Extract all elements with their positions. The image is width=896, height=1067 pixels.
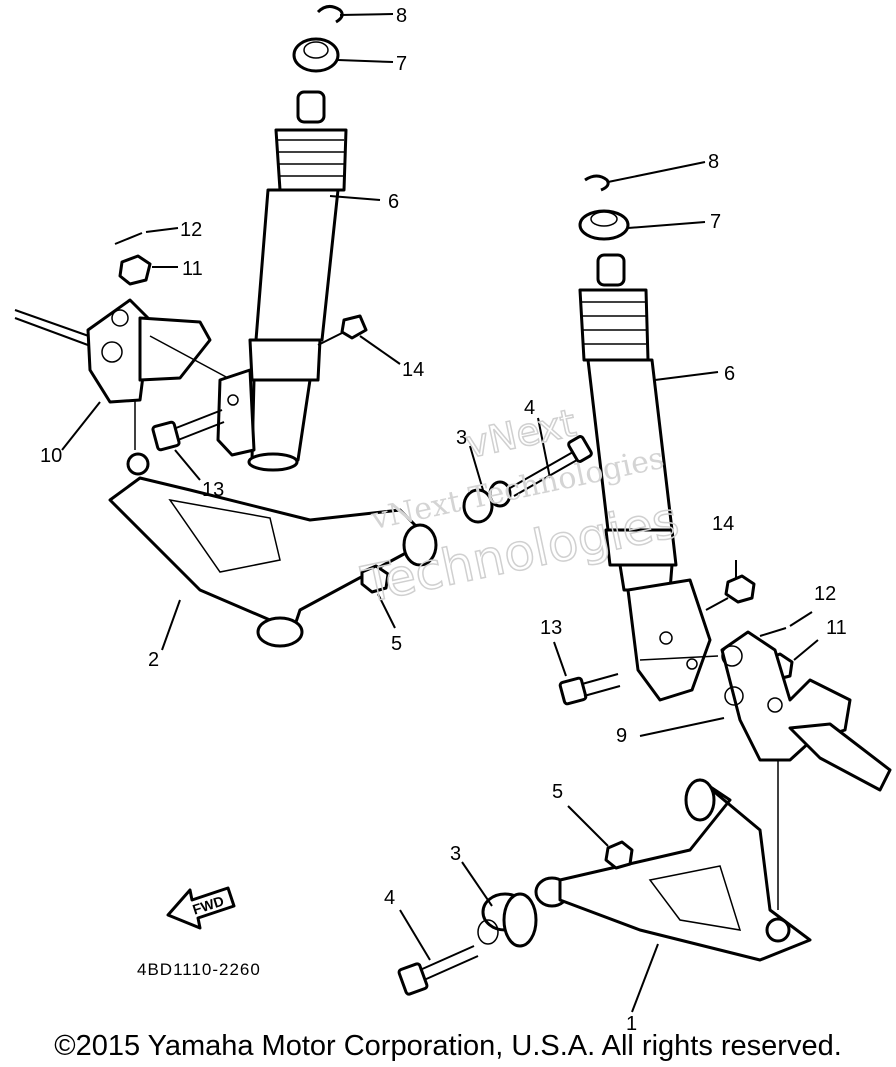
- callout-2: 2: [148, 649, 159, 671]
- callout-12-left: 12: [180, 219, 202, 241]
- callout-6-right: 6: [724, 363, 735, 385]
- nut-5-right: [567, 805, 634, 870]
- lower-arm-right: [534, 778, 812, 1013]
- nut-left: [292, 37, 394, 73]
- callout-3-left: 3: [456, 427, 467, 449]
- bolt-4-left: [509, 417, 593, 497]
- fwd-arrow: FWD: [166, 886, 236, 930]
- cotter-pin-right: [759, 611, 813, 637]
- callout-10: 10: [40, 445, 62, 467]
- shock-absorber-left: [247, 90, 381, 472]
- nut-14-right: [705, 560, 756, 611]
- castle-nut-left: [118, 254, 178, 286]
- lower-arm-left: [108, 452, 438, 651]
- bolt-13-left: [151, 409, 225, 481]
- shock-absorber-right: [578, 253, 719, 592]
- bolt-13-right: [553, 641, 621, 706]
- steering-knuckle-right: [639, 630, 892, 910]
- callout-12-right: 12: [814, 583, 836, 605]
- callout-11-left: 11: [182, 258, 203, 280]
- shock-bracket-right: [626, 578, 712, 702]
- bushing-left: [462, 445, 512, 524]
- callout-14-right: 14: [712, 513, 734, 535]
- callout-4-left: 4: [524, 397, 535, 419]
- nut-5-left: [360, 564, 396, 629]
- bolt-4-right: [397, 909, 479, 996]
- callout-6-left: 6: [388, 191, 399, 213]
- circlip-left: [316, 5, 394, 24]
- copyright-notice: ©2015 Yamaha Motor Corporation, U.S.A. A…: [54, 1030, 842, 1062]
- callout-13-left: 13: [202, 479, 224, 501]
- callout-7-right: 7: [710, 211, 721, 233]
- drawing-code: 4BD1110-2260: [137, 960, 261, 979]
- nut-14-left: [317, 314, 401, 365]
- circlip-right: [584, 161, 706, 192]
- callout-7-left: 7: [396, 53, 407, 75]
- callout-13-right: 13: [540, 617, 562, 639]
- bushing-right: [461, 861, 538, 948]
- callout-3-right: 3: [450, 843, 461, 865]
- callout-14-left: 14: [402, 359, 424, 381]
- callout-8-left: 8: [396, 5, 407, 27]
- callout-4-right: 4: [384, 887, 395, 909]
- callout-11-right: 11: [826, 617, 847, 639]
- callout-8-right: 8: [708, 151, 719, 173]
- callout-5-left: 5: [391, 633, 402, 655]
- callout-1: 1: [626, 1013, 637, 1035]
- cotter-pin-left: [114, 227, 179, 245]
- callout-5-right: 5: [552, 781, 563, 803]
- shock-bracket-left: [216, 368, 256, 457]
- watermark-line-1: vNext: [462, 401, 580, 467]
- steering-knuckle-left: [14, 298, 229, 451]
- callout-9: 9: [616, 725, 627, 747]
- nut-right: [578, 209, 706, 241]
